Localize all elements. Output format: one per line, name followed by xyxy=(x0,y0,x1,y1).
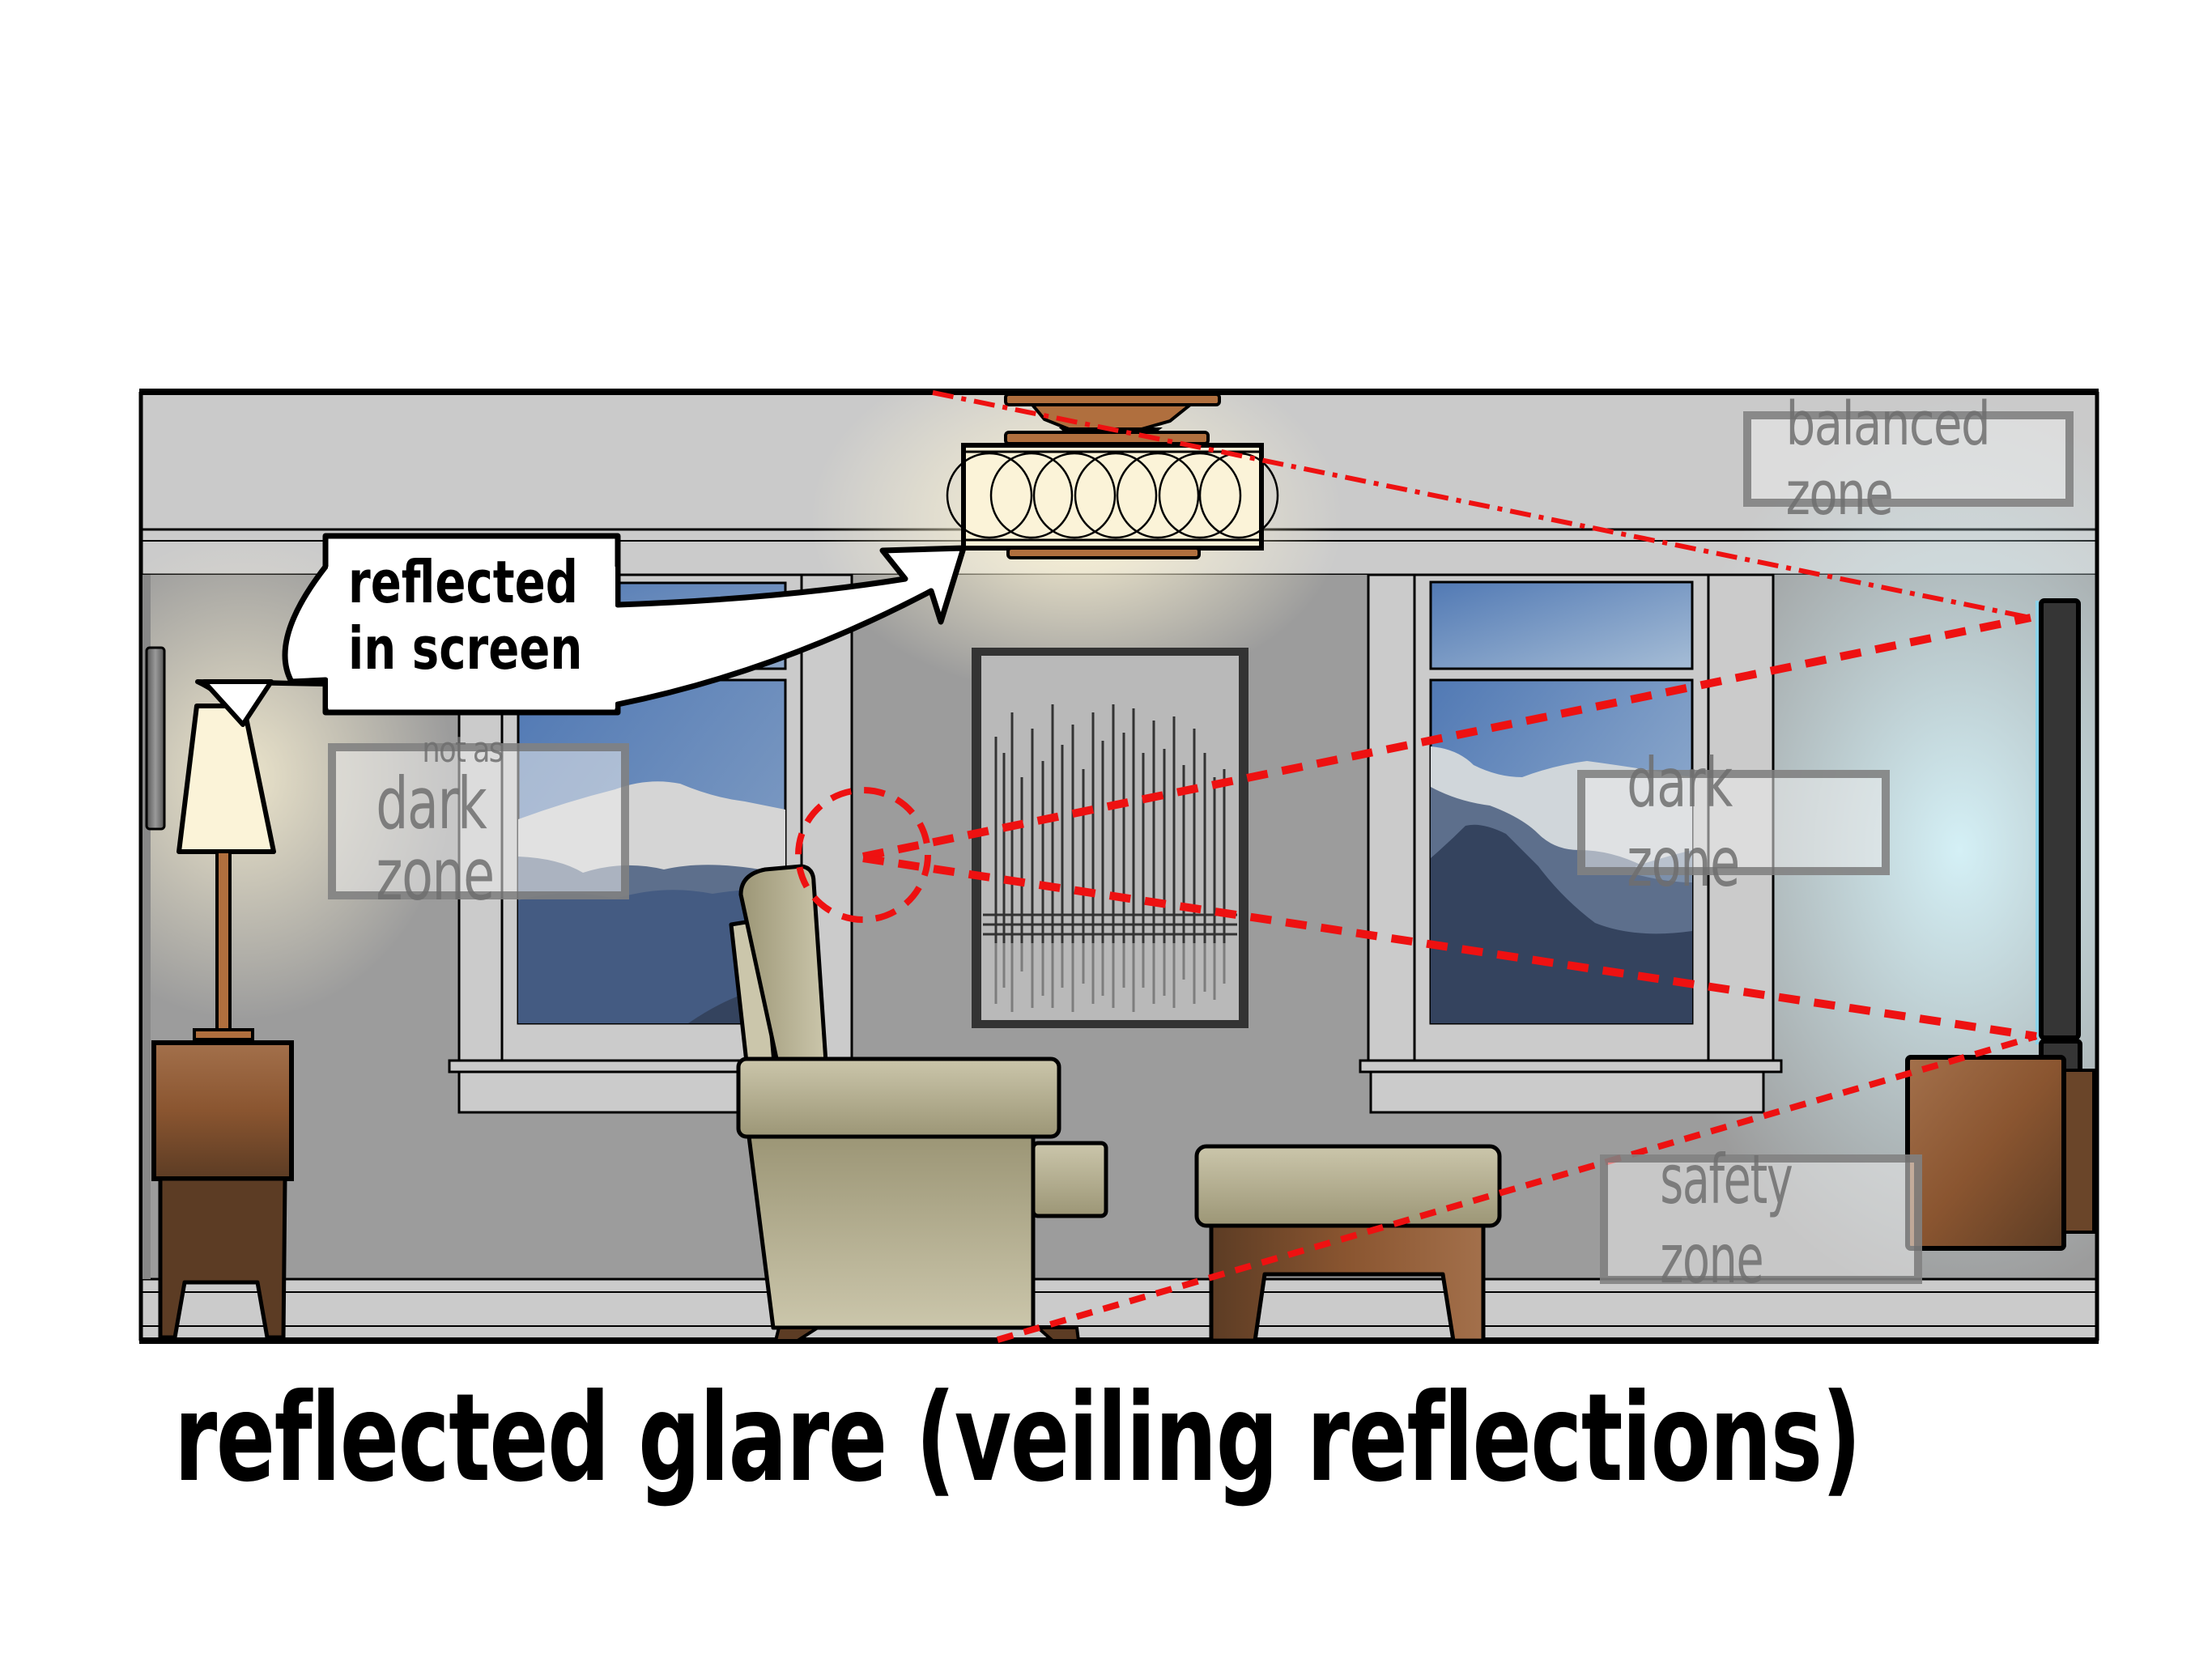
baseboard xyxy=(139,1279,2099,1341)
door xyxy=(143,575,166,1279)
lamp-stem xyxy=(215,850,232,1036)
door-handle-bar xyxy=(145,646,166,831)
side-table xyxy=(151,1040,294,1340)
viewer-eye-circle xyxy=(795,787,931,923)
callout-label: reflected in screen xyxy=(348,549,582,682)
sightline-eye-to-tv-bottom xyxy=(862,854,2037,1040)
right-window-upper-pane xyxy=(1429,580,1694,670)
glare-sightlines xyxy=(795,390,2038,1343)
tv-screen xyxy=(2035,598,2082,1074)
framed-artwork xyxy=(972,648,1249,1028)
zone-not-as-dark-small-label: not as xyxy=(422,729,504,771)
callout-line-2: in screen xyxy=(348,614,583,682)
reflection-callout xyxy=(195,533,967,727)
zone-dark-label: dark zone xyxy=(1627,743,1740,902)
zone-safety: safety zone xyxy=(1600,1140,1922,1299)
right-window-sill xyxy=(1359,1059,1783,1073)
tv-cabinet xyxy=(1905,1055,2095,1251)
zone-balanced-label: balanced zone xyxy=(1785,389,1991,529)
zone-balanced: balanced zone xyxy=(1743,389,2074,529)
zone-safety-label: safety zone xyxy=(1660,1140,1793,1299)
ceiling-light xyxy=(946,393,1279,559)
figure-caption: reflected glare (veiling reflections) xyxy=(174,1368,1861,1509)
callout-line-1: reflected xyxy=(348,548,578,616)
sightline-ceiling-to-tv xyxy=(932,390,2031,620)
zone-not-as-dark-main-label: dark zone xyxy=(376,761,495,916)
zone-dark: dark zone xyxy=(1577,743,1890,902)
sightline-floor-to-tv xyxy=(996,1033,2038,1343)
table-lamp xyxy=(177,704,276,1041)
ottoman xyxy=(1194,1144,1502,1343)
zone-not-as-dark: not as dark zone xyxy=(328,732,629,910)
tv-panel xyxy=(2039,598,2081,1040)
sightline-eye-to-tv-top xyxy=(861,614,2032,861)
arrow-to-lamp-icon xyxy=(202,679,274,727)
